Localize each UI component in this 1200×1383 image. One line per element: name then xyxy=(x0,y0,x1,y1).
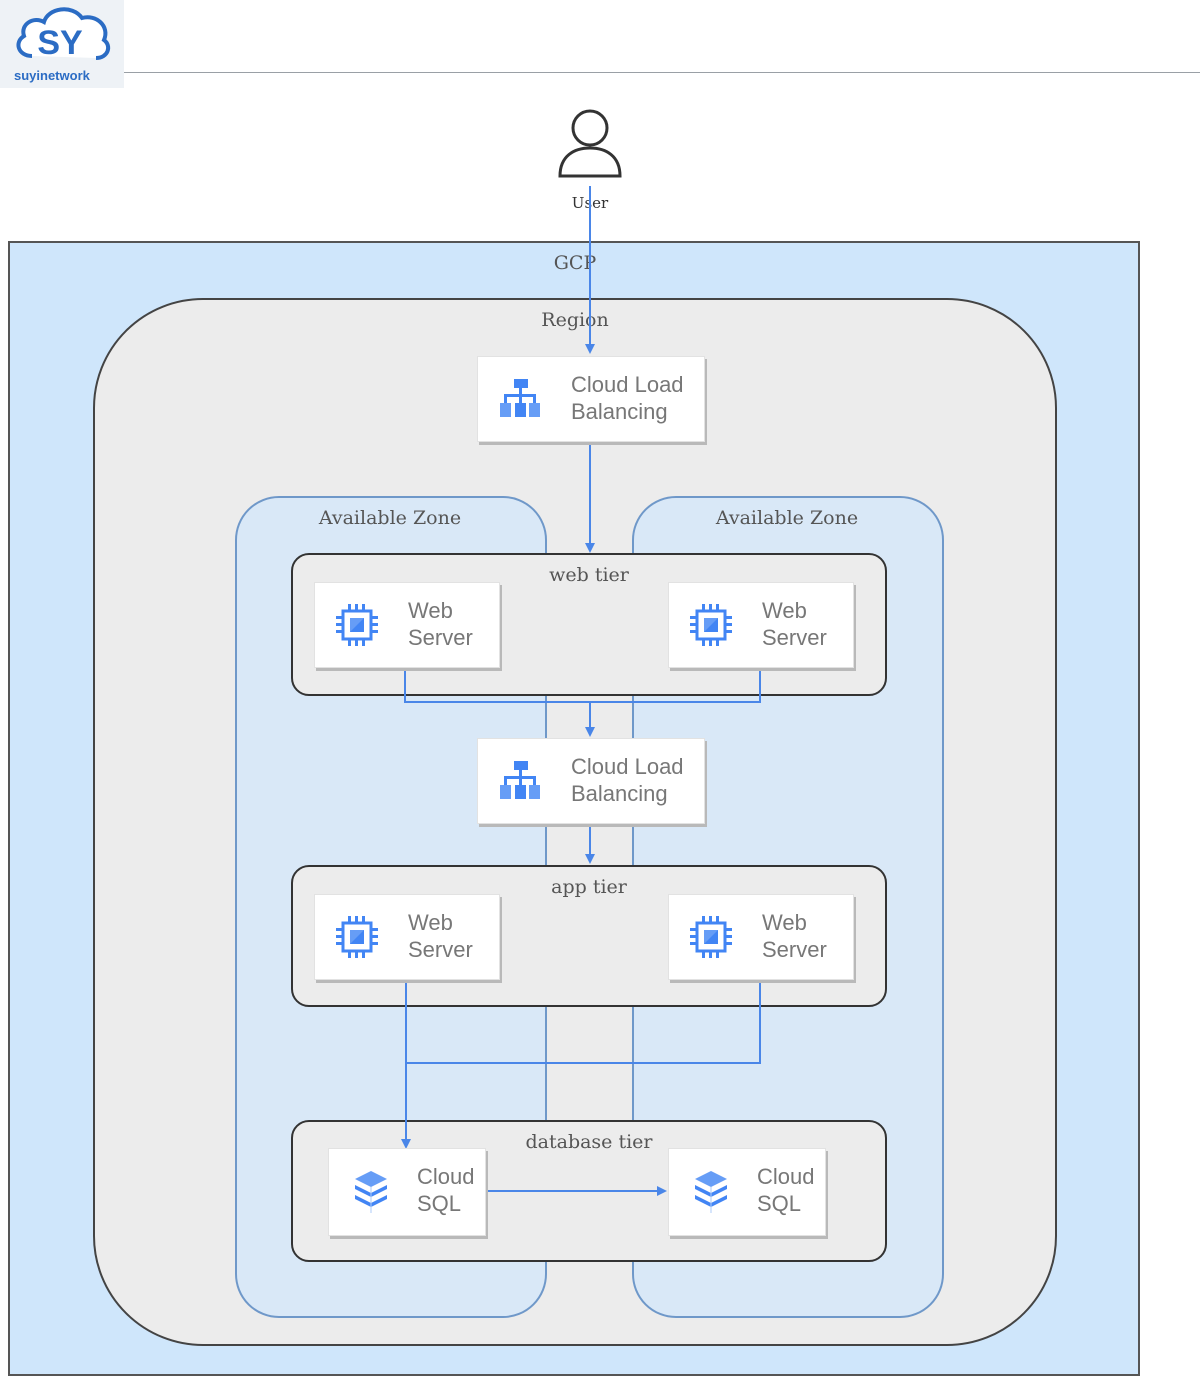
web-server-card[interactable]: Web Server xyxy=(668,582,854,668)
database-tier-label: database tier xyxy=(525,1131,653,1153)
sql-label-line1: Cloud xyxy=(417,1164,475,1189)
cloud-sql-icon xyxy=(695,1171,727,1213)
sql-label-line2: SQL xyxy=(757,1191,802,1216)
server-label-line2: Server xyxy=(762,625,827,650)
app-server-card[interactable]: Web Server xyxy=(668,894,854,980)
web-server-card[interactable]: Web Server xyxy=(314,582,500,668)
server-label-line1: Web xyxy=(408,910,453,935)
sql-label-line1: Cloud xyxy=(757,1164,815,1189)
cloud-load-balancing-card[interactable]: Cloud Load Balancing xyxy=(477,738,705,824)
lb-label-line2: Balancing xyxy=(571,781,668,806)
server-label-line2: Server xyxy=(762,937,827,962)
server-label-line1: Web xyxy=(408,598,453,623)
logo-text: suyinetwork xyxy=(14,68,90,83)
gcp-label: GCP xyxy=(553,252,597,274)
cloud-sql-card[interactable]: Cloud SQL xyxy=(328,1148,486,1236)
connector-app-server-right xyxy=(406,980,761,1064)
cloud-sql-card[interactable]: Cloud SQL xyxy=(668,1148,826,1236)
web-tier-label: web tier xyxy=(549,564,629,586)
cloud-logo-icon: SY xyxy=(16,7,111,62)
app-server-card[interactable]: Web Server xyxy=(314,894,500,980)
compute-chip-icon xyxy=(690,916,732,958)
zone-left-label: Available Zone xyxy=(318,507,462,529)
brand-logo: SY suyinetwork xyxy=(0,0,124,88)
cloud-sql-icon xyxy=(355,1171,387,1213)
lb-label-line2: Balancing xyxy=(571,399,668,424)
server-label-line1: Web xyxy=(762,910,807,935)
header-divider xyxy=(124,72,1200,73)
lb-label-line1: Cloud Load xyxy=(571,372,684,397)
sql-label-line2: SQL xyxy=(417,1191,462,1216)
load-balancer-icon xyxy=(500,379,540,417)
server-label-line2: Server xyxy=(408,625,473,650)
compute-chip-icon xyxy=(690,604,732,646)
load-balancer-icon xyxy=(500,761,540,799)
server-label-line2: Server xyxy=(408,937,473,962)
compute-chip-icon xyxy=(336,916,378,958)
logo-letters: SY xyxy=(37,24,83,62)
person-icon xyxy=(558,109,622,178)
server-label-line1: Web xyxy=(762,598,807,623)
lb-label-line1: Cloud Load xyxy=(571,754,684,779)
app-tier-label: app tier xyxy=(551,876,627,898)
connector-web-servers xyxy=(404,668,761,703)
cloud-load-balancing-card[interactable]: Cloud Load Balancing xyxy=(477,356,705,442)
zone-right-label: Available Zone xyxy=(715,507,859,529)
region-label: Region xyxy=(541,309,609,331)
compute-chip-icon xyxy=(336,604,378,646)
